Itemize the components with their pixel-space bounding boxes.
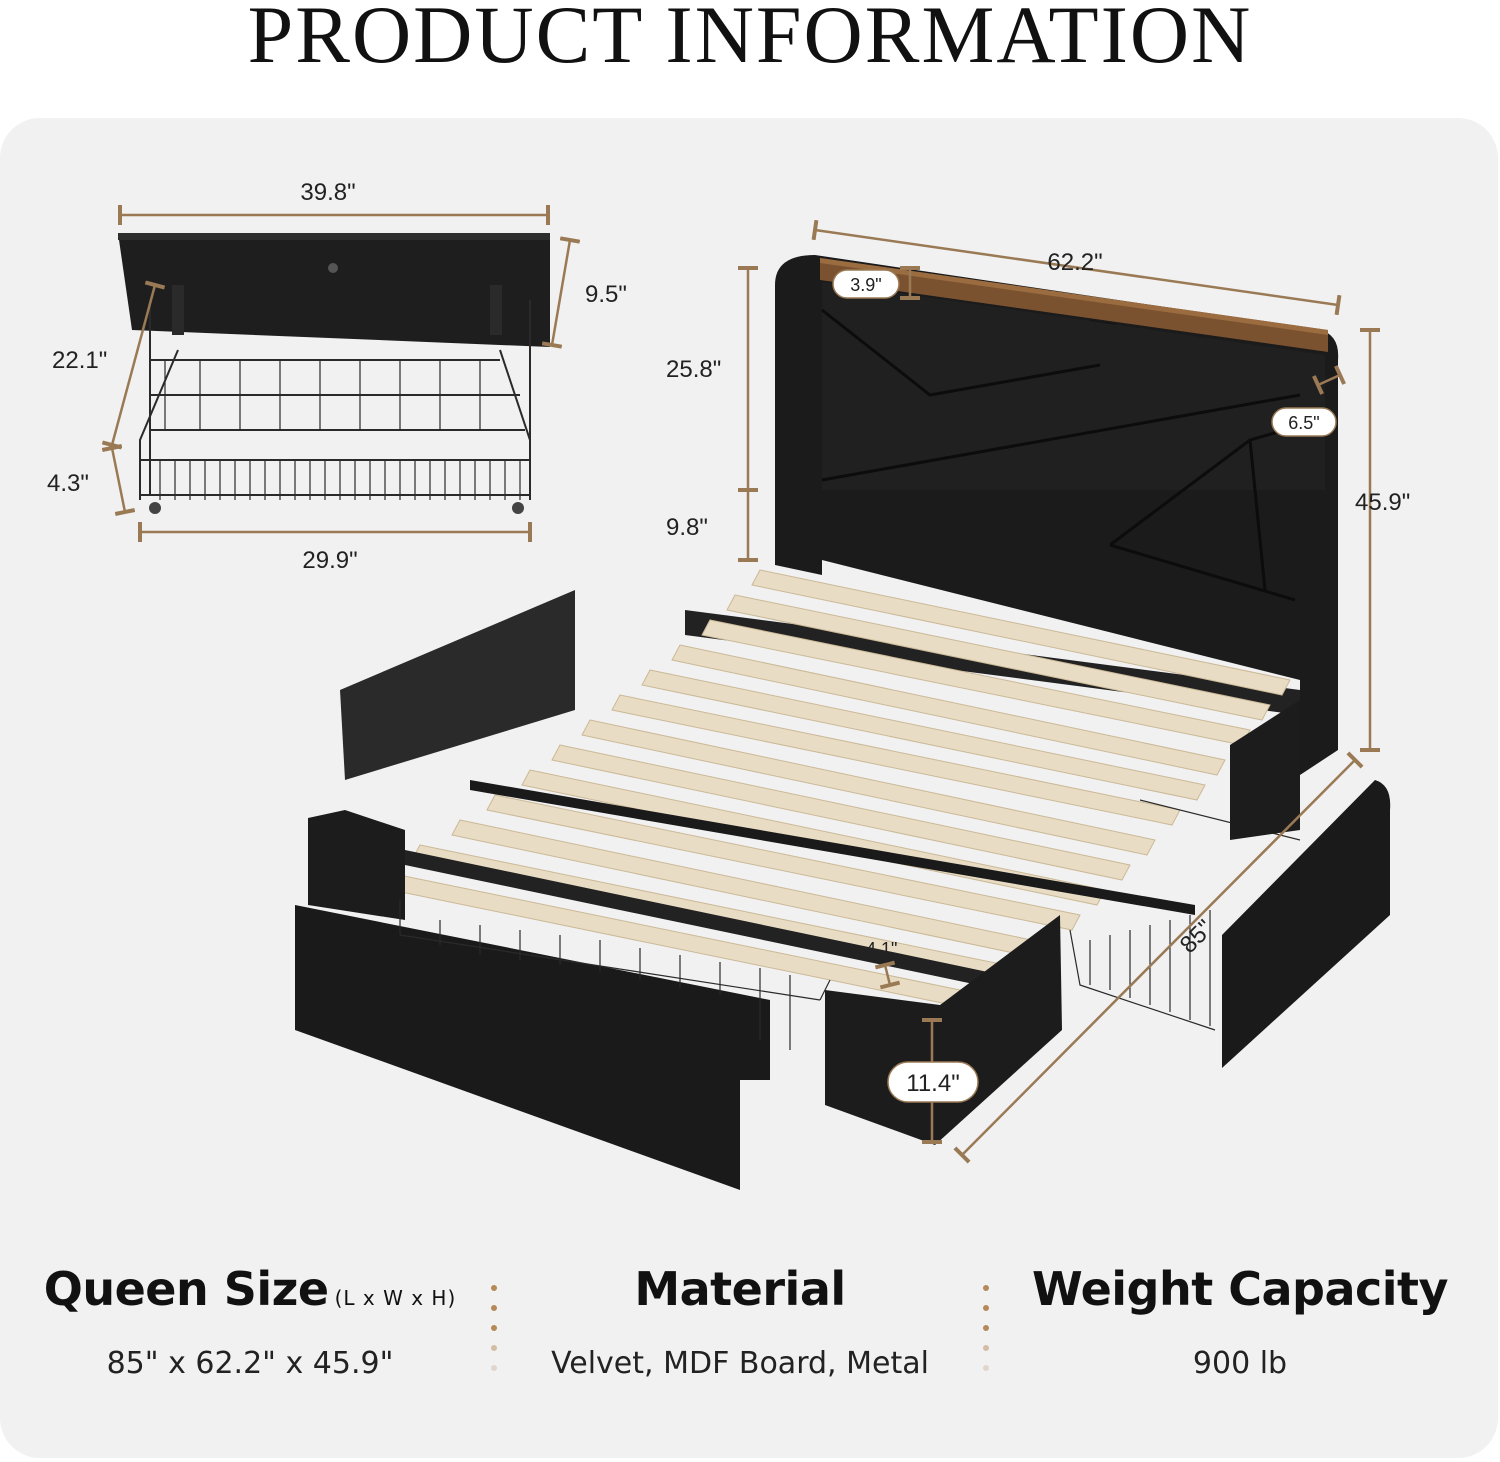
spec-size: Queen Size(L x W x H) 85" x 62.2" x 45.9… xyxy=(20,1262,480,1381)
spec-weight-title: Weight Capacity xyxy=(1031,1262,1449,1316)
spec-material-title: Material xyxy=(634,1262,846,1316)
total-height-label: 45.9" xyxy=(1355,489,1410,516)
divider-dots-left xyxy=(491,1285,497,1385)
headboard-panel-height-label: 25.8" xyxy=(666,356,721,383)
bed-width-label: 62.2" xyxy=(1047,249,1102,276)
spec-material-value: Velvet, MDF Board, Metal xyxy=(551,1346,929,1381)
drawer-wheel-height-label: 4.3" xyxy=(47,470,89,497)
spec-size-value: 85" x 62.2" x 45.9" xyxy=(106,1346,394,1381)
drawer-inner-width-label: 29.9" xyxy=(302,547,357,574)
bed-length-label: 85" xyxy=(1175,915,1219,959)
divider-dots-right xyxy=(983,1285,989,1385)
frame-height-label: 11.4" xyxy=(906,1070,959,1097)
spec-material: Material Velvet, MDF Board, Metal xyxy=(515,1262,965,1381)
spec-size-title: Queen Size xyxy=(43,1262,329,1316)
footboard-panel xyxy=(340,590,575,780)
drawer-illustration: 39.8" 9.5" 22.1" 4.3" 29.9" xyxy=(47,179,627,574)
drawer-front-height-label: 9.5" xyxy=(585,281,627,308)
shelf-height-label: 3.9" xyxy=(850,275,881,295)
spec-weight-value: 900 lb xyxy=(1192,1346,1288,1381)
page-title: PRODUCT INFORMATION xyxy=(247,0,1253,80)
spec-size-unit: (L x W x H) xyxy=(334,1286,457,1310)
drawer-width-label: 39.8" xyxy=(300,179,355,206)
front-drawer xyxy=(295,905,770,1190)
bed-illustration: 3.9" 6.5" 11.4" 62.2" 25.8" 9.8" 45.9" 4… xyxy=(295,219,1410,1190)
shelf-depth-label: 6.5" xyxy=(1288,413,1319,433)
spec-size-heading: Queen Size(L x W x H) xyxy=(20,1262,480,1316)
spec-weight: Weight Capacity 900 lb xyxy=(1000,1262,1480,1381)
headboard-leg-height-label: 9.8" xyxy=(666,514,708,541)
drawer-wires xyxy=(159,360,521,500)
slat-gap-label: 4.1" xyxy=(866,939,897,959)
drawer-depth-label: 22.1" xyxy=(52,347,107,374)
